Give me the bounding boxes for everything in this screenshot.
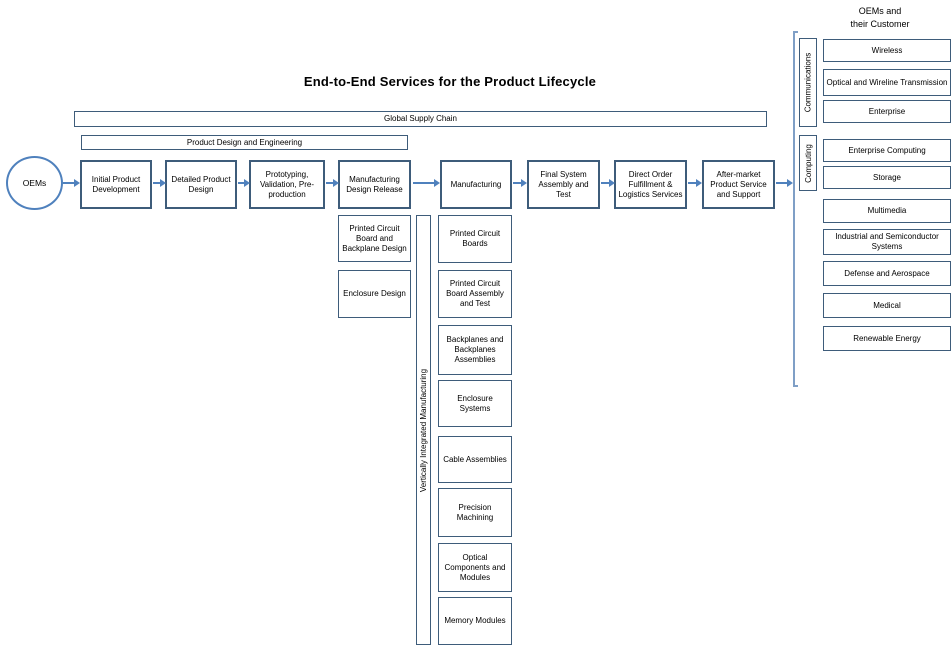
design-service-enclosure-design: Enclosure Design [338, 270, 411, 318]
flow-step-prototyping-validation: Prototyping, Validation, Pre-production [249, 160, 325, 209]
market-group-computing: Computing [799, 135, 817, 191]
flow-step-final-system-assembly: Final System Assembly and Test [527, 160, 600, 209]
mfg-service-precision-machining: Precision Machining [438, 488, 512, 537]
oems-ellipse: OEMs [6, 156, 63, 210]
flow-step-manufacturing: Manufacturing [440, 160, 512, 209]
market-group-computing-label: Computing [803, 143, 813, 183]
market-storage: Storage [823, 166, 951, 189]
vertically-integrated-manufacturing-bar: Vertically Integrated Manufacturing [416, 215, 431, 645]
flow-arrow [413, 179, 440, 187]
market-optical-wireline: Optical and Wireline Transmission [823, 69, 951, 96]
mfg-service-printed-circuit-boards: Printed Circuit Boards [438, 215, 512, 263]
mfg-service-pcb-assembly-test: Printed Circuit Board Assembly and Test [438, 270, 512, 318]
market-defense-aerospace: Defense and Aerospace [823, 261, 951, 286]
flow-arrow [601, 179, 615, 187]
market-medical: Medical [823, 293, 951, 318]
market-wireless: Wireless [823, 39, 951, 62]
flow-step-direct-order-fulfillment: Direct Order Fulfillment & Logistics Ser… [614, 160, 687, 209]
band-product-design-engineering: Product Design and Engineering [81, 135, 408, 150]
market-multimedia: Multimedia [823, 199, 951, 223]
market-group-communications-label: Communications [803, 52, 813, 113]
markets-bracket [793, 31, 798, 387]
flow-arrow [238, 179, 250, 187]
flow-arrow [63, 179, 80, 187]
flow-arrow [153, 179, 166, 187]
mfg-service-cable-assemblies: Cable Assemblies [438, 436, 512, 483]
design-service-pcb-backplane-design: Printed Circuit Board and Backplane Desi… [338, 215, 411, 262]
right-panel-header: OEMs and their Customer [850, 6, 910, 29]
flow-arrow [513, 179, 527, 187]
flow-arrow [688, 179, 702, 187]
flow-step-manufacturing-design-release: Manufacturing Design Release [338, 160, 411, 209]
flow-arrow-to-markets [776, 179, 793, 187]
market-group-communications: Communications [799, 38, 817, 127]
mfg-service-enclosure-systems: Enclosure Systems [438, 380, 512, 427]
market-enterprise: Enterprise [823, 100, 951, 123]
mfg-service-memory-modules: Memory Modules [438, 597, 512, 645]
vertically-integrated-manufacturing-label: Vertically Integrated Manufacturing [419, 368, 428, 492]
flow-arrow [326, 179, 339, 187]
band-global-supply-chain: Global Supply Chain [74, 111, 767, 127]
market-enterprise-computing: Enterprise Computing [823, 139, 951, 162]
flow-step-detailed-product-design: Detailed Product Design [165, 160, 237, 209]
market-renewable-energy: Renewable Energy [823, 326, 951, 351]
flow-step-after-market-support: After-market Product Service and Support [702, 160, 775, 209]
mfg-service-optical-components: Optical Components and Modules [438, 543, 512, 592]
mfg-service-backplane-assemblies: Backplanes and Backplanes Assemblies [438, 325, 512, 375]
market-industrial-semiconductor: Industrial and Semiconductor Systems [823, 229, 951, 255]
diagram-title: End-to-End Services for the Product Life… [303, 74, 597, 89]
flow-step-initial-product-development: Initial Product Development [80, 160, 152, 209]
